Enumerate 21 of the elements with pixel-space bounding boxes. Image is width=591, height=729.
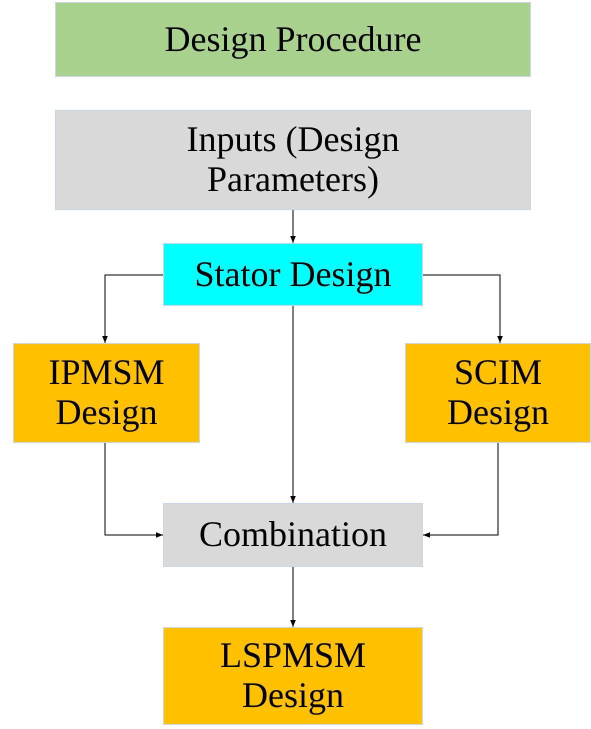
box-label: Stator Design — [194, 254, 392, 294]
box-label: Inputs (Design Parameters) — [186, 120, 400, 200]
box-label: Combination — [199, 515, 387, 555]
title-box — [55, 2, 531, 77]
arrow — [290, 210, 296, 244]
arrow — [290, 306, 296, 504]
box-label: SCIM Design — [446, 353, 550, 433]
process-box — [13, 343, 200, 443]
arrow — [104, 442, 164, 538]
arrow — [290, 566, 296, 628]
process-box — [163, 243, 423, 306]
box-label: Design Procedure — [164, 20, 422, 60]
box-label: LSPMSM Design — [218, 636, 368, 716]
arrow — [422, 274, 503, 344]
input-box — [55, 110, 531, 210]
arrow — [422, 442, 498, 538]
process-box — [163, 503, 423, 567]
box-label: IPMSM Design — [47, 353, 166, 433]
arrow — [102, 274, 164, 344]
process-box — [405, 343, 591, 443]
output-box — [163, 627, 423, 725]
